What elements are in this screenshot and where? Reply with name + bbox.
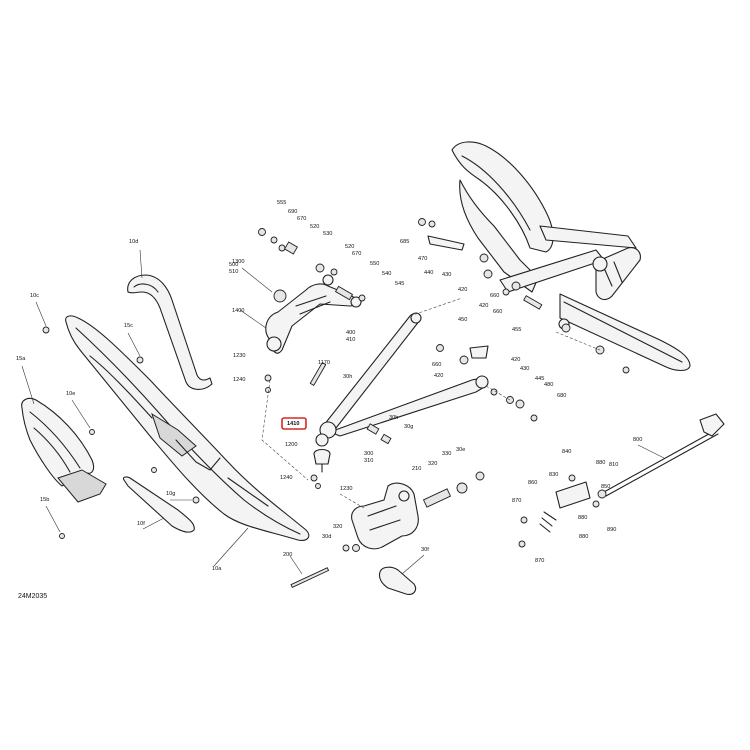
callout-890: 890	[607, 527, 616, 533]
callout-10a: 10a	[212, 566, 222, 572]
callout-690: 690	[288, 209, 297, 215]
callout-670: 670	[352, 251, 361, 257]
callout-870: 870	[535, 558, 544, 564]
callout-1200: 1200	[285, 442, 297, 448]
callout-545: 545	[395, 281, 404, 287]
callout-840: 840	[562, 449, 571, 455]
callout-500: 500	[229, 262, 238, 268]
callout-510: 510	[229, 269, 238, 275]
highlight-box-1410	[281, 417, 307, 430]
callout-670: 670	[297, 216, 306, 222]
ski-runner	[122, 476, 195, 533]
callout-445: 445	[535, 376, 544, 382]
callout-330: 330	[442, 451, 451, 457]
figure-code: 24M2035	[18, 593, 47, 600]
part-1410-washer	[315, 433, 329, 447]
callout-30f: 30f	[421, 547, 429, 553]
callout-420: 420	[511, 357, 520, 363]
callout-455: 455	[512, 327, 521, 333]
callout-labels: 5556906705205305206705505405455005101300…	[16, 200, 642, 572]
callout-1240: 1240	[280, 475, 292, 481]
bolt-icon	[59, 533, 65, 539]
callout-685: 685	[400, 239, 409, 245]
callout-1400: 1400	[232, 308, 244, 314]
callout-850: 850	[601, 484, 610, 490]
callout-30d: 30d	[322, 534, 331, 540]
callout-300: 300	[364, 451, 373, 457]
callout-470: 470	[418, 256, 427, 262]
callout-530: 530	[323, 231, 332, 237]
callout-410: 410	[346, 337, 355, 343]
callout-1300: 1300	[232, 259, 244, 265]
callout-30g: 30g	[404, 424, 413, 430]
callout-1410: 1410	[287, 421, 299, 427]
callout-440: 440	[424, 270, 433, 276]
callout-870: 870	[512, 498, 521, 504]
callout-480: 480	[544, 382, 553, 388]
callout-320: 320	[333, 524, 342, 530]
callout-860: 860	[528, 480, 537, 486]
callout-555: 555	[277, 200, 286, 206]
spindle	[290, 471, 485, 595]
callout-540: 540	[382, 271, 391, 277]
callout-400: 400	[346, 330, 355, 336]
ski-assembly	[21, 274, 310, 541]
callout-1230: 1230	[340, 486, 352, 492]
bolt-icon	[42, 326, 50, 334]
callout-10d: 10d	[129, 239, 138, 245]
callout-880: 880	[596, 460, 605, 466]
callout-810: 810	[609, 462, 618, 468]
bumper	[378, 566, 417, 595]
callout-430: 430	[520, 366, 529, 372]
callout-420: 420	[479, 303, 488, 309]
callout-420: 420	[458, 287, 467, 293]
callout-30e: 30e	[456, 447, 465, 453]
callout-30h: 30h	[389, 415, 398, 421]
callout-800: 800	[633, 437, 642, 443]
callout-200: 200	[283, 552, 292, 558]
callout-10g: 10g	[166, 491, 175, 497]
callout-10c: 10c	[30, 293, 39, 299]
bolt-icon	[151, 467, 157, 473]
callout-15c: 15c	[124, 323, 133, 329]
callout-430: 430	[442, 272, 451, 278]
lower-a-arm	[309, 312, 489, 445]
callout-320: 320	[428, 461, 437, 467]
frame-assembly	[418, 141, 691, 422]
callout-1170: 1170	[318, 360, 330, 366]
ski-body	[65, 315, 310, 541]
callout-520: 520	[310, 224, 319, 230]
callout-15a: 15a	[16, 356, 26, 362]
callout-660: 660	[490, 293, 499, 299]
bolt-icon	[89, 429, 95, 435]
callout-1240: 1240	[233, 377, 245, 383]
leader-lines	[21, 249, 665, 575]
callout-10f: 10f	[137, 521, 145, 527]
callout-680: 680	[557, 393, 566, 399]
callout-1230: 1230	[233, 353, 245, 359]
callout-310: 310	[364, 458, 373, 464]
callout-550: 550	[370, 261, 379, 267]
callout-880: 880	[578, 515, 587, 521]
callout-880: 880	[579, 534, 588, 540]
guard-bracket	[57, 469, 107, 503]
ball-joint-group	[310, 433, 331, 489]
callout-210: 210	[412, 466, 421, 472]
nut-icon	[136, 356, 144, 364]
callout-520: 520	[345, 244, 354, 250]
callout-30h: 30h	[343, 374, 352, 380]
bushing-icon	[273, 289, 287, 303]
callout-660: 660	[493, 309, 502, 315]
sway-bar-link	[518, 413, 725, 548]
nut-icon	[192, 496, 200, 504]
callout-830: 830	[549, 472, 558, 478]
callout-420: 420	[434, 373, 443, 379]
ski-handle	[127, 274, 213, 390]
callout-10e: 10e	[66, 391, 75, 397]
callout-15b: 15b	[40, 497, 49, 503]
callout-450: 450	[458, 317, 467, 323]
callout-660: 660	[432, 362, 441, 368]
upper-a-arm	[258, 228, 366, 393]
